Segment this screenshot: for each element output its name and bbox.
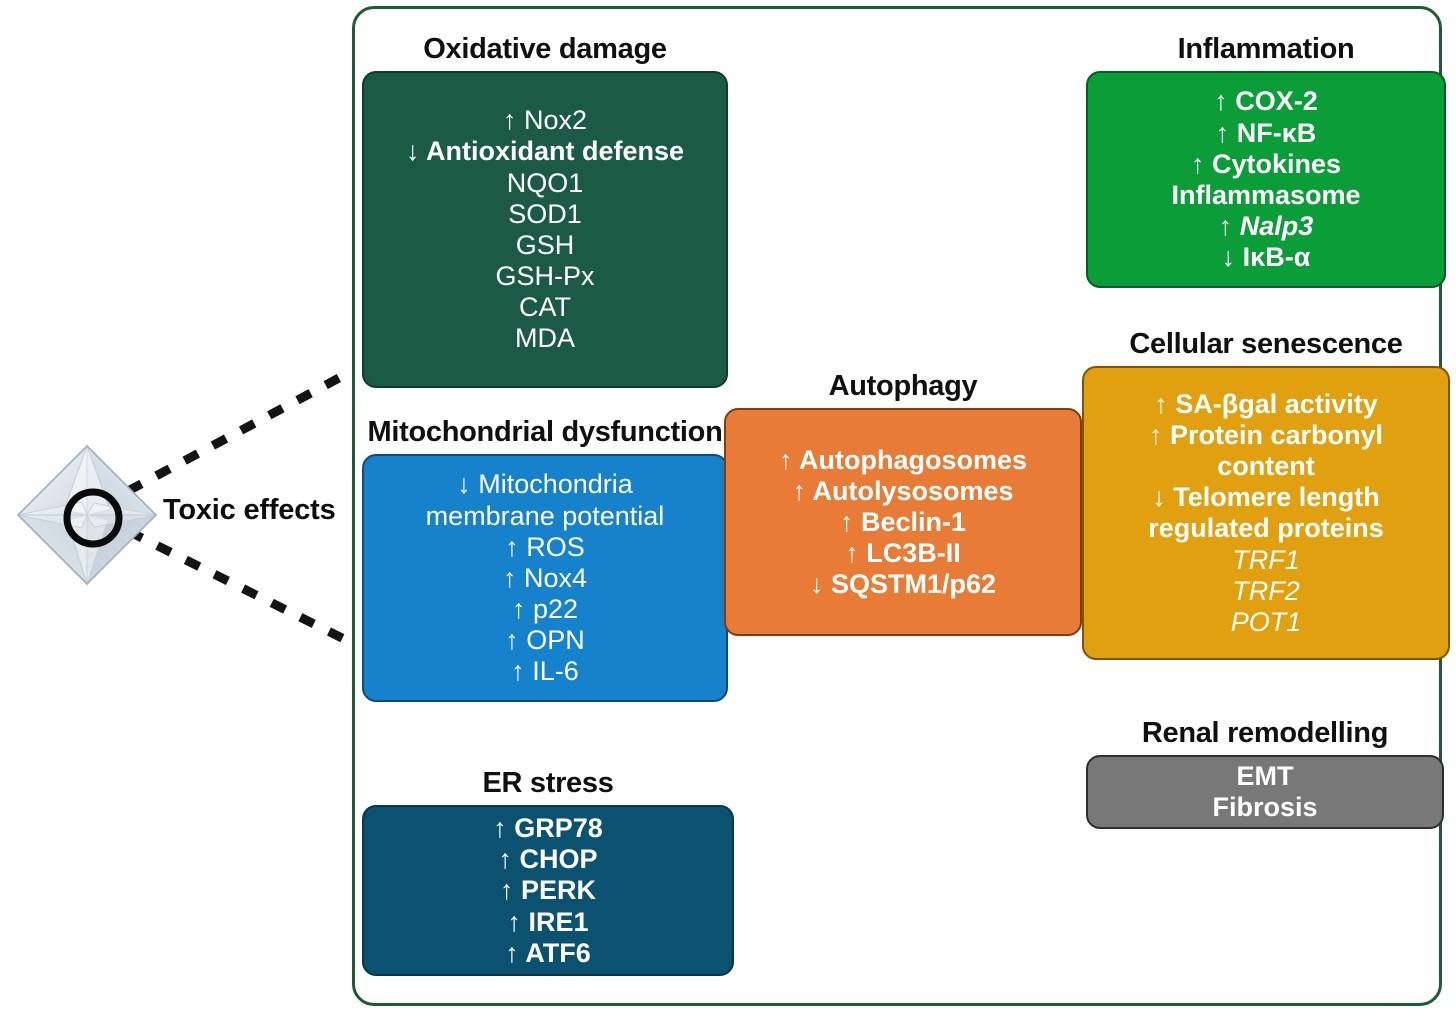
item-nqo1: NQO1 bbox=[506, 167, 584, 198]
card-er-stress[interactable]: ↑ GRP78 ↑ CHOP ↑ PERK ↑ IRE1 ↑ ATF6 bbox=[362, 805, 734, 977]
group-heading-mitochondrial-dysfunction: Mitochondrial dysfunction bbox=[367, 416, 723, 448]
item-nf-kb: ↑ NF-κB bbox=[1215, 117, 1317, 148]
item-beclin-1: ↑ Beclin-1 bbox=[839, 506, 967, 537]
group-cellular-senescence: Cellular senescence ↑ SA-βgal activity ↑… bbox=[1082, 328, 1450, 661]
item-grp78: ↑ GRP78 bbox=[493, 813, 603, 844]
item-nox4: ↑ Nox4 bbox=[502, 562, 588, 593]
item-telomere-length-regulated-proteins: ↓ Telomere length regulated proteins bbox=[1148, 482, 1384, 544]
card-inflammation[interactable]: ↑ COX-2 ↑ NF-κB ↑ Cytokines Inflammasome… bbox=[1086, 71, 1446, 289]
item-mda: MDA bbox=[515, 323, 575, 354]
item-mitochondria-membrane-potential: ↓ Mitochondria membrane potential bbox=[425, 469, 665, 531]
card-cellular-senescence[interactable]: ↑ SA-βgal activity ↑ Protein carbonyl co… bbox=[1082, 366, 1450, 661]
group-heading-cellular-senescence: Cellular senescence bbox=[1129, 328, 1403, 360]
group-heading-oxidative-damage: Oxidative damage bbox=[423, 33, 667, 65]
item-trf2: TRF2 bbox=[1232, 575, 1300, 606]
group-mitochondrial-dysfunction: Mitochondrial dysfunction ↓ Mitochondria… bbox=[362, 416, 728, 703]
item-ros: ↑ ROS bbox=[505, 531, 585, 562]
item-sod1: SOD1 bbox=[508, 198, 582, 229]
item-inflammasome: Inflammasome bbox=[1171, 179, 1361, 210]
card-autophagy[interactable]: ↑ Autophagosomes ↑ Autolysosomes ↑ Becli… bbox=[724, 408, 1082, 637]
item-ikb-alpha: ↓ IκB-α bbox=[1221, 242, 1311, 273]
group-renal-remodelling: Renal remodelling EMT Fibrosis bbox=[1086, 717, 1444, 830]
item-sqstm1-p62: ↓ SQSTM1/p62 bbox=[809, 569, 997, 600]
item-nalp3: ↑ Nalp3 bbox=[1218, 211, 1314, 242]
item-protein-carbonyl-content: ↑ Protein carbonyl content bbox=[1148, 419, 1384, 482]
item-antioxidant-defense: ↓ Antioxidant defense bbox=[405, 136, 685, 167]
group-er-stress: ER stress ↑ GRP78 ↑ CHOP ↑ PERK ↑ IRE1 ↑… bbox=[362, 767, 734, 977]
group-heading-autophagy: Autophagy bbox=[828, 370, 978, 402]
card-mitochondrial-dysfunction[interactable]: ↓ Mitochondria membrane potential ↑ ROS … bbox=[362, 454, 728, 703]
item-trf1: TRF1 bbox=[1232, 544, 1300, 575]
group-oxidative-damage: Oxidative damage ↑ Nox2 ↓ Antioxidant de… bbox=[362, 33, 728, 389]
particle-circle-marker bbox=[63, 488, 123, 548]
item-p22: ↑ p22 bbox=[511, 594, 579, 625]
item-lc3b-ii: ↑ LC3B-II bbox=[845, 538, 961, 569]
item-atf6: ↑ ATF6 bbox=[505, 937, 591, 968]
item-autophagosomes: ↑ Autophagosomes bbox=[778, 444, 1027, 475]
item-sa-bgal-activity: ↑ SA-βgal activity bbox=[1154, 388, 1378, 419]
item-cat: CAT bbox=[519, 292, 571, 323]
item-opn: ↑ OPN bbox=[505, 625, 585, 656]
octahedral-nanoparticle-icon bbox=[16, 444, 158, 586]
group-autophagy: Autophagy ↑ Autophagosomes ↑ Autolysosom… bbox=[724, 370, 1082, 637]
group-heading-er-stress: ER stress bbox=[482, 767, 614, 799]
card-renal-remodelling[interactable]: EMT Fibrosis bbox=[1086, 755, 1444, 830]
item-autolysosomes: ↑ Autolysosomes bbox=[792, 475, 1014, 506]
toxic-effects-label: Toxic effects bbox=[163, 494, 336, 526]
card-oxidative-damage[interactable]: ↑ Nox2 ↓ Antioxidant defense NQO1 SOD1 G… bbox=[362, 71, 728, 389]
item-gsh-px: GSH-Px bbox=[495, 261, 595, 292]
item-nox2: ↑ Nox2 bbox=[502, 105, 588, 136]
group-heading-inflammation: Inflammation bbox=[1177, 33, 1355, 65]
item-chop: ↑ CHOP bbox=[498, 844, 598, 875]
item-cytokines: ↑ Cytokines bbox=[1190, 148, 1342, 179]
item-ire1: ↑ IRE1 bbox=[507, 906, 589, 937]
item-perk: ↑ PERK bbox=[499, 875, 597, 906]
item-il-6: ↑ IL-6 bbox=[511, 656, 579, 687]
item-cox-2: ↑ COX-2 bbox=[1214, 86, 1318, 117]
group-inflammation: Inflammation ↑ COX-2 ↑ NF-κB ↑ Cytokines… bbox=[1086, 33, 1446, 289]
group-heading-renal-remodelling: Renal remodelling bbox=[1141, 717, 1389, 749]
item-pot1: POT1 bbox=[1230, 606, 1302, 637]
item-gsh: GSH bbox=[515, 229, 575, 260]
item-emt: EMT bbox=[1236, 761, 1294, 792]
item-fibrosis: Fibrosis bbox=[1212, 792, 1318, 823]
